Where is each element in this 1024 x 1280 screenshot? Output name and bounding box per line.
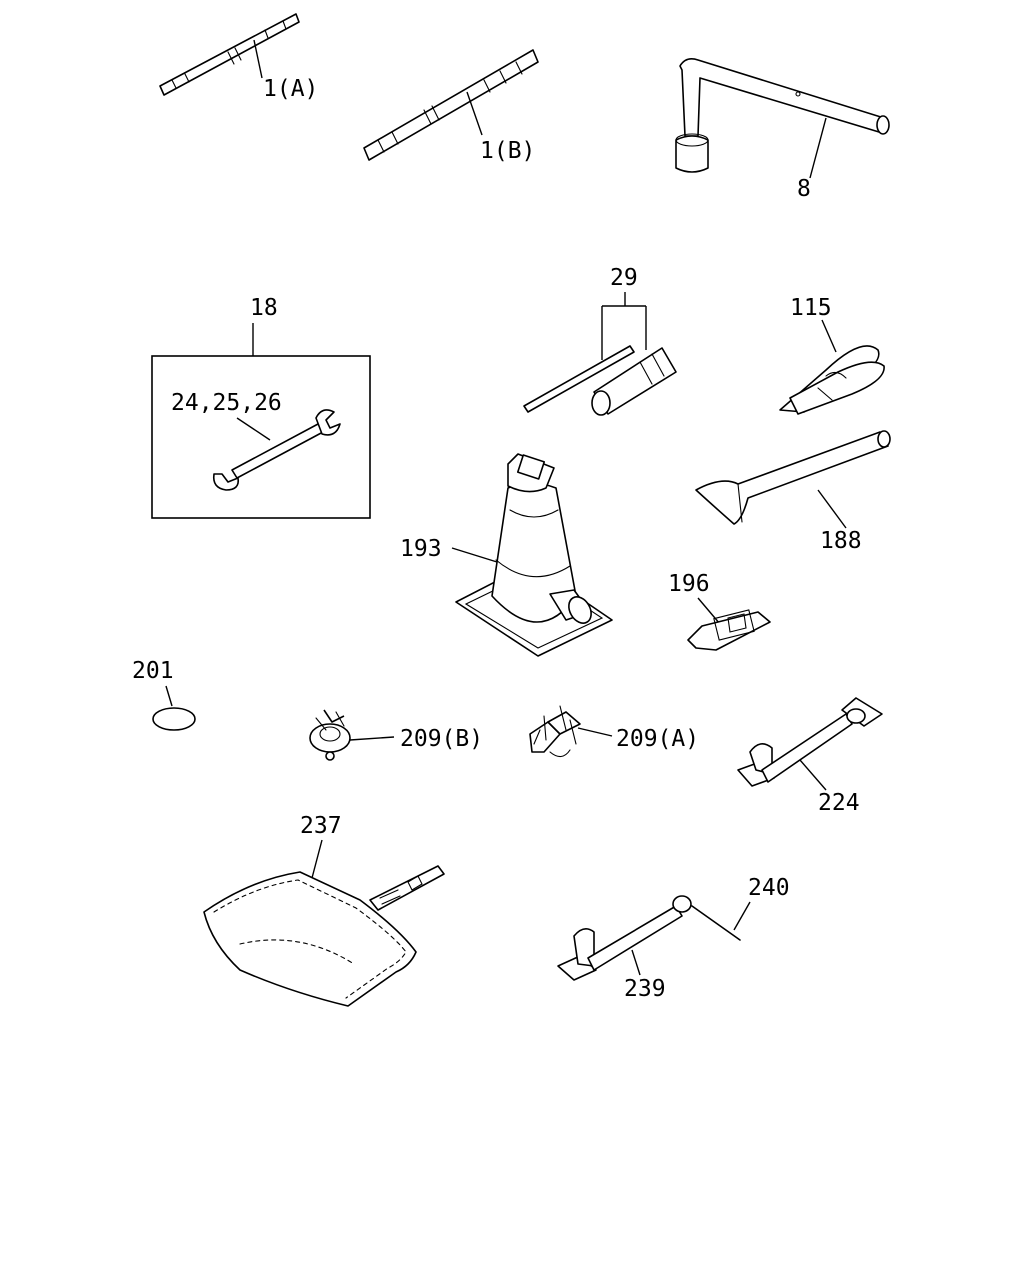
- part-29-screwdriver-bit: [523, 345, 635, 413]
- part-8-label: 8: [797, 176, 811, 202]
- part-239-leader: [631, 949, 641, 976]
- part-237-tool-bag: [203, 865, 445, 1007]
- part-209a-spring-clip: [529, 705, 581, 758]
- part-29-screwdriver-handle: [591, 347, 677, 416]
- part-196-label: 196: [668, 571, 710, 597]
- part-237-label: 237: [300, 813, 342, 839]
- part-209b-label: 209(B): [400, 726, 483, 752]
- part-193-label: 193: [400, 536, 442, 562]
- part-209a-leader: [577, 727, 613, 737]
- part-1a-label: 1(A): [263, 76, 318, 102]
- part-18-toolset-box: [151, 355, 371, 519]
- part-1b-leader: [466, 91, 483, 136]
- part-240-pin: [691, 905, 741, 941]
- part-115-pliers: [779, 345, 885, 415]
- part-237-leader: [311, 839, 323, 879]
- part-188-jack-handle: [695, 430, 891, 525]
- part-193-bottle-jack: [455, 453, 613, 657]
- part-224-leader: [799, 759, 827, 791]
- part-24-25-26-wrench: [212, 409, 341, 491]
- part-209b-retainer: [309, 709, 351, 761]
- part-1b-label: 1(B): [480, 138, 535, 164]
- part-209b-leader: [349, 736, 395, 741]
- part-1a-extension-bar: [159, 13, 300, 96]
- part-8-wheel-wrench: [675, 58, 890, 173]
- part-224-label: 224: [818, 790, 860, 816]
- part-196-leader: [697, 597, 721, 625]
- part-18-label: 18: [250, 295, 278, 321]
- part-1a-leader: [253, 39, 263, 79]
- part-240-label: 240: [748, 875, 790, 901]
- part-239-label: 239: [624, 976, 666, 1002]
- part-201-sticker: [152, 707, 196, 731]
- part-239-jack-bracket: [557, 895, 692, 981]
- part-201-leader: [165, 685, 173, 707]
- part-209a-label: 209(A): [616, 726, 699, 752]
- part-115-leader: [821, 319, 837, 353]
- part-188-label: 188: [820, 528, 862, 554]
- part-24-25-26-label: 24,25,26: [171, 390, 282, 416]
- part-201-label: 201: [132, 658, 174, 684]
- part-196-clip: [687, 609, 771, 651]
- part-224-bracket: [737, 697, 883, 787]
- part-193-leader: [451, 547, 498, 563]
- part-29-leader: [601, 292, 647, 360]
- part-115-label: 115: [790, 295, 832, 321]
- part-240-leader: [733, 901, 751, 931]
- part-188-leader: [817, 489, 847, 529]
- part-29-label: 29: [610, 265, 638, 291]
- part-24-25-26-leader: [236, 417, 271, 441]
- part-1b-extension-bar: [363, 49, 539, 161]
- part-8-leader: [809, 117, 827, 179]
